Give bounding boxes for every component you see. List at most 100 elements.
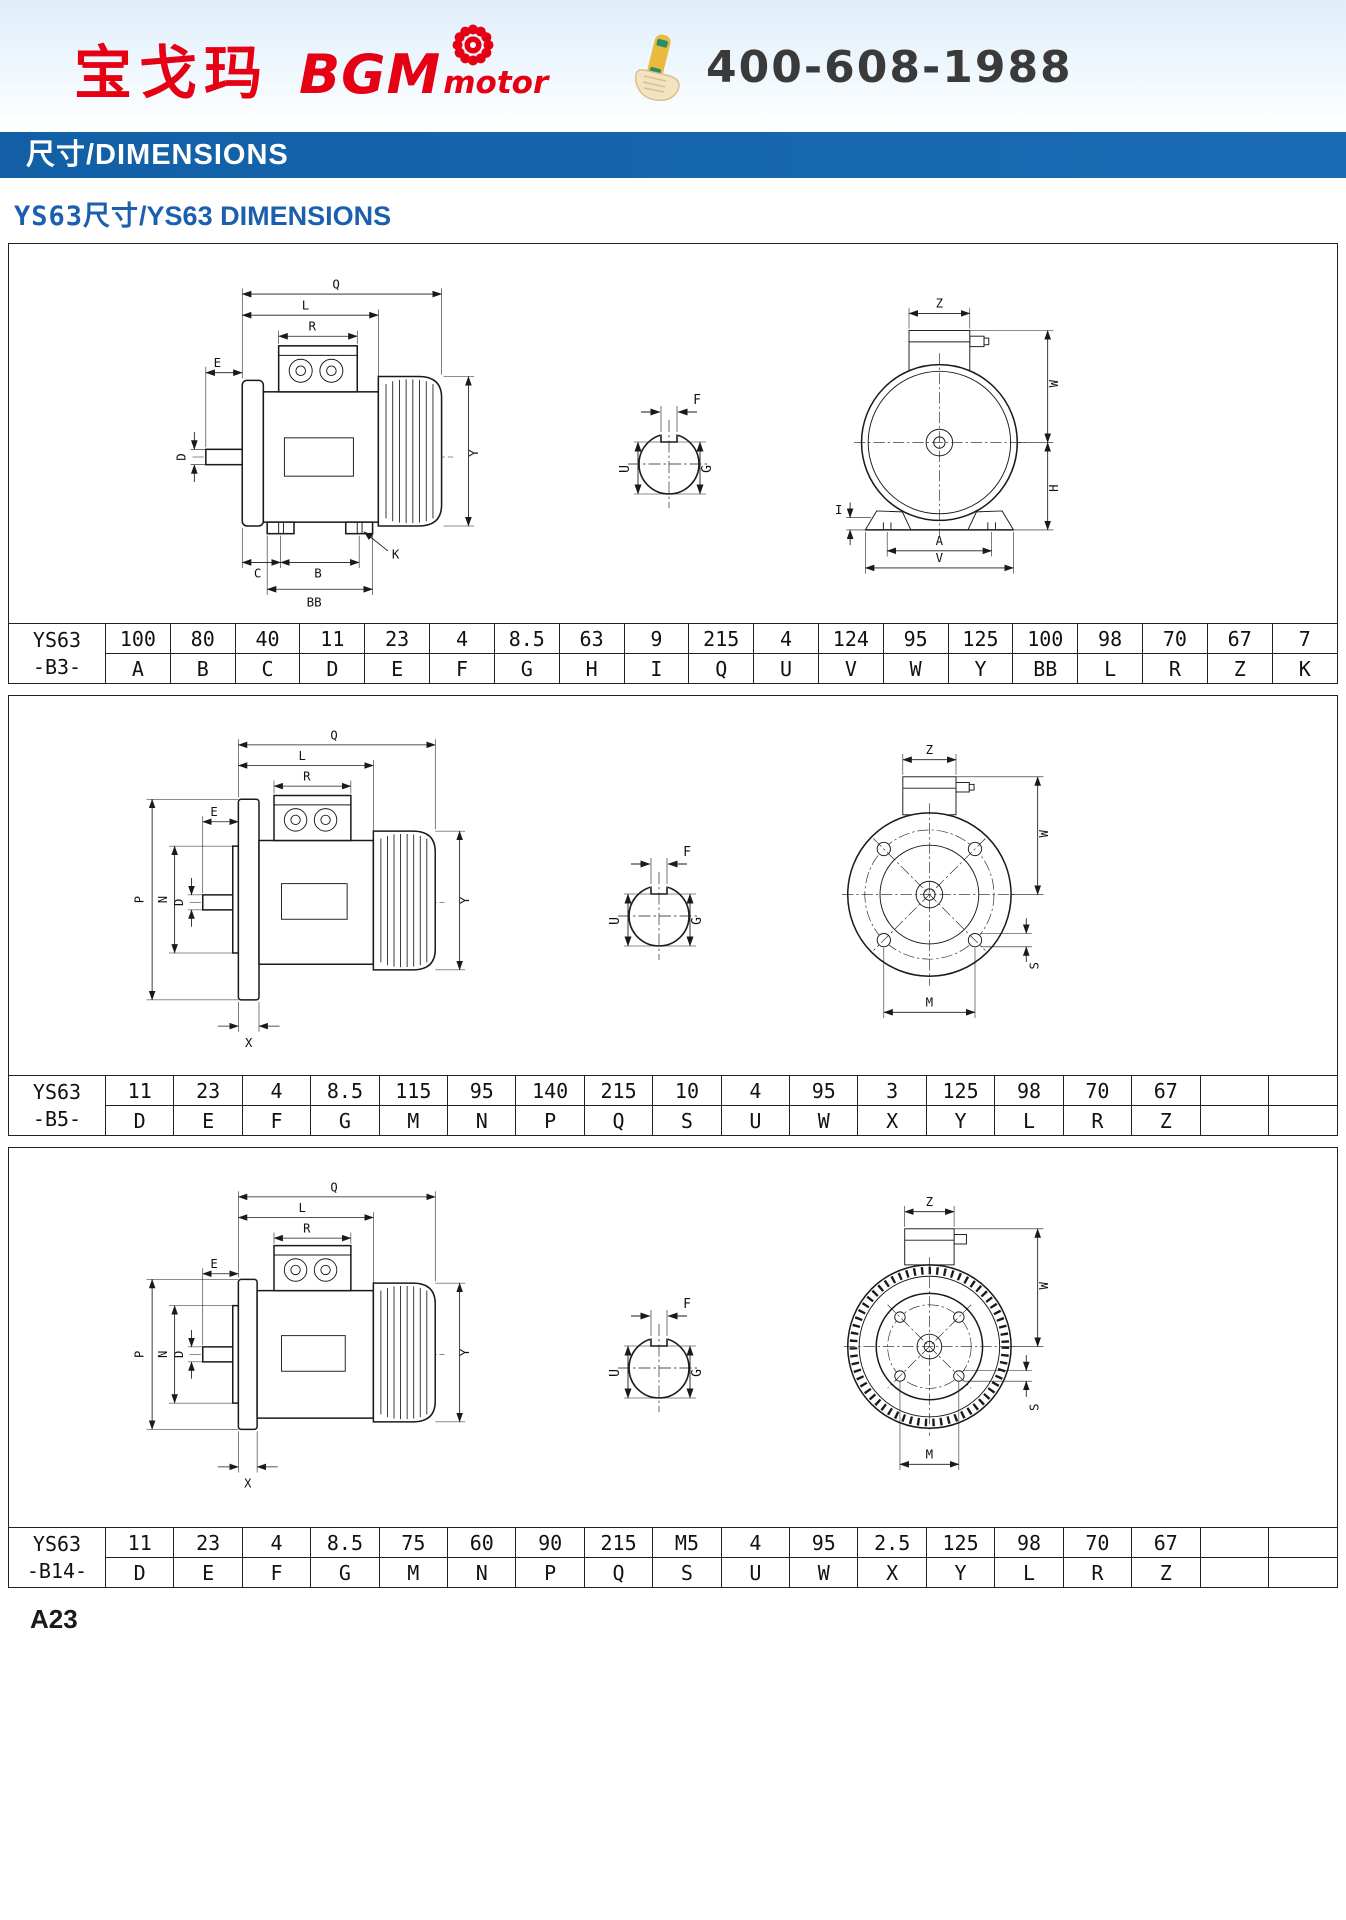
dim-value-cell: 125	[925, 1075, 996, 1106]
dim-label-cell: A	[105, 653, 171, 684]
dim-label-g: G	[690, 916, 705, 924]
dim-label-cell: Y	[947, 653, 1014, 684]
dim-value-cell: 98	[994, 1075, 1064, 1106]
dim-label-z: Z	[936, 296, 944, 310]
dim-label-n: N	[156, 896, 170, 903]
dim-label-e: E	[214, 354, 221, 369]
dim-value-cell: 95	[882, 623, 949, 654]
dim-label-h: H	[1047, 484, 1061, 491]
dim-label-cell: P	[515, 1105, 585, 1136]
b14-shaft-section-drawing: F U G	[608, 1297, 705, 1412]
b3-motor-outline	[192, 344, 454, 534]
dim-label-m: M	[926, 1447, 933, 1461]
dim-label-cell: D	[104, 1105, 175, 1136]
shaft-section-outline	[618, 871, 700, 960]
dim-label-cell: K	[1271, 653, 1338, 684]
shaft-section-dimensions: F U G	[608, 845, 705, 946]
dim-label-cell: BB	[1012, 653, 1079, 684]
dim-value-cell: 4	[241, 1527, 312, 1558]
dim-label-s: S	[1028, 962, 1042, 969]
dim-label-cell: Z	[1131, 1105, 1201, 1136]
dim-value-cell: 215	[583, 1075, 654, 1106]
dim-label-cell: Q	[688, 653, 755, 684]
dim-value-cell: 8.5	[493, 623, 560, 654]
model-mount: -B14-	[26, 1558, 88, 1583]
dim-label-f: F	[693, 393, 701, 408]
dim-label-s: S	[1028, 1403, 1042, 1410]
dim-value-cell: 115	[378, 1075, 449, 1106]
dim-label-i: I	[835, 502, 842, 516]
page-number: A23	[30, 1604, 78, 1634]
dim-value-cell: M5	[652, 1527, 722, 1558]
dim-label-d: D	[172, 1351, 186, 1358]
dim-label-cell: G	[493, 653, 560, 684]
dim-value-cell: 3	[857, 1075, 927, 1106]
dim-value-cell: 4	[720, 1527, 791, 1558]
dim-value-cell: 4	[753, 623, 819, 654]
dim-label-cell: S	[652, 1557, 722, 1588]
shaft-section-dimensions: F U G	[608, 1297, 705, 1398]
dim-value-cell: 23	[173, 1527, 243, 1558]
dim-value-cell: 8.5	[310, 1075, 380, 1106]
dim-label-l: L	[302, 297, 310, 312]
gear-icon	[452, 24, 494, 66]
dim-label-cell	[1267, 1105, 1338, 1136]
dim-label-cell: H	[558, 653, 625, 684]
dim-value-cell: 90	[515, 1527, 585, 1558]
dim-label-f: F	[683, 845, 691, 860]
drawing-area-b5: Q L R E D P	[9, 696, 1337, 1076]
b3-end-outline	[853, 329, 1025, 538]
section-banner-title: 尺寸/DIMENSIONS	[26, 139, 289, 171]
dim-value-cell: 67	[1131, 1075, 1201, 1106]
dim-value-cell: 95	[789, 1075, 859, 1106]
b14-motor-outline	[189, 1244, 445, 1431]
dim-label-cell: L	[1077, 653, 1143, 684]
model-cell: YS63 -B14-	[8, 1527, 106, 1588]
drawing-area-b3: Q L R E D Y	[9, 244, 1337, 624]
dim-value-cell: 23	[173, 1075, 243, 1106]
dim-value-cell: 140	[515, 1075, 585, 1106]
dim-label-cell	[1199, 1557, 1269, 1588]
dim-value-cell: 70	[1062, 1527, 1133, 1558]
dim-value-cell: 215	[688, 623, 755, 654]
dim-label-cell	[1199, 1105, 1269, 1136]
dim-value-cell: 125	[925, 1527, 996, 1558]
model-cell: YS63 -B3-	[8, 623, 106, 684]
dim-label-k: K	[392, 546, 400, 561]
dim-label-l: L	[298, 749, 305, 763]
dim-label-cell: Y	[925, 1105, 996, 1136]
dim-value-cell	[1267, 1527, 1338, 1558]
model-cell: YS63 -B5-	[8, 1075, 106, 1136]
dim-label-n: N	[156, 1351, 170, 1358]
dim-label-v: V	[936, 551, 944, 565]
dim-label-cell: D	[299, 653, 366, 684]
subsection-title-cn: YS63尺寸	[14, 201, 140, 232]
dim-label-cell: V	[817, 653, 884, 684]
dim-label-r: R	[303, 770, 311, 784]
dim-value-cell: 70	[1142, 623, 1208, 654]
drawing-area-b14: Q L R E D P	[9, 1148, 1337, 1528]
dim-label-cell: U	[720, 1557, 791, 1588]
dim-label-cell: N	[447, 1105, 517, 1136]
subsection-title-en: /YS63 DIMENSIONS	[139, 201, 392, 231]
shaft-section-dimensions: F U G	[618, 393, 715, 494]
dim-label-x: X	[244, 1477, 252, 1491]
dim-value-cell: 80	[169, 623, 236, 654]
dim-value-cell: 95	[447, 1075, 517, 1106]
b5-end-view-drawing: Z W S M	[842, 742, 1051, 1018]
b5-end-dimensions: Z W S M	[883, 742, 1051, 1018]
b14-side-view-drawing: Q L R E D P	[133, 1180, 472, 1491]
dim-label-g: G	[690, 1368, 705, 1376]
b14-face-outline	[843, 1227, 1015, 1436]
dim-value-cell: 10	[652, 1075, 722, 1106]
b5-motor-outline	[189, 794, 445, 1001]
dim-label-f: F	[683, 1297, 691, 1312]
shaft-section-outline	[618, 1323, 700, 1412]
dim-label-bb: BB	[307, 594, 322, 609]
dim-value-cell: 4	[720, 1075, 791, 1106]
